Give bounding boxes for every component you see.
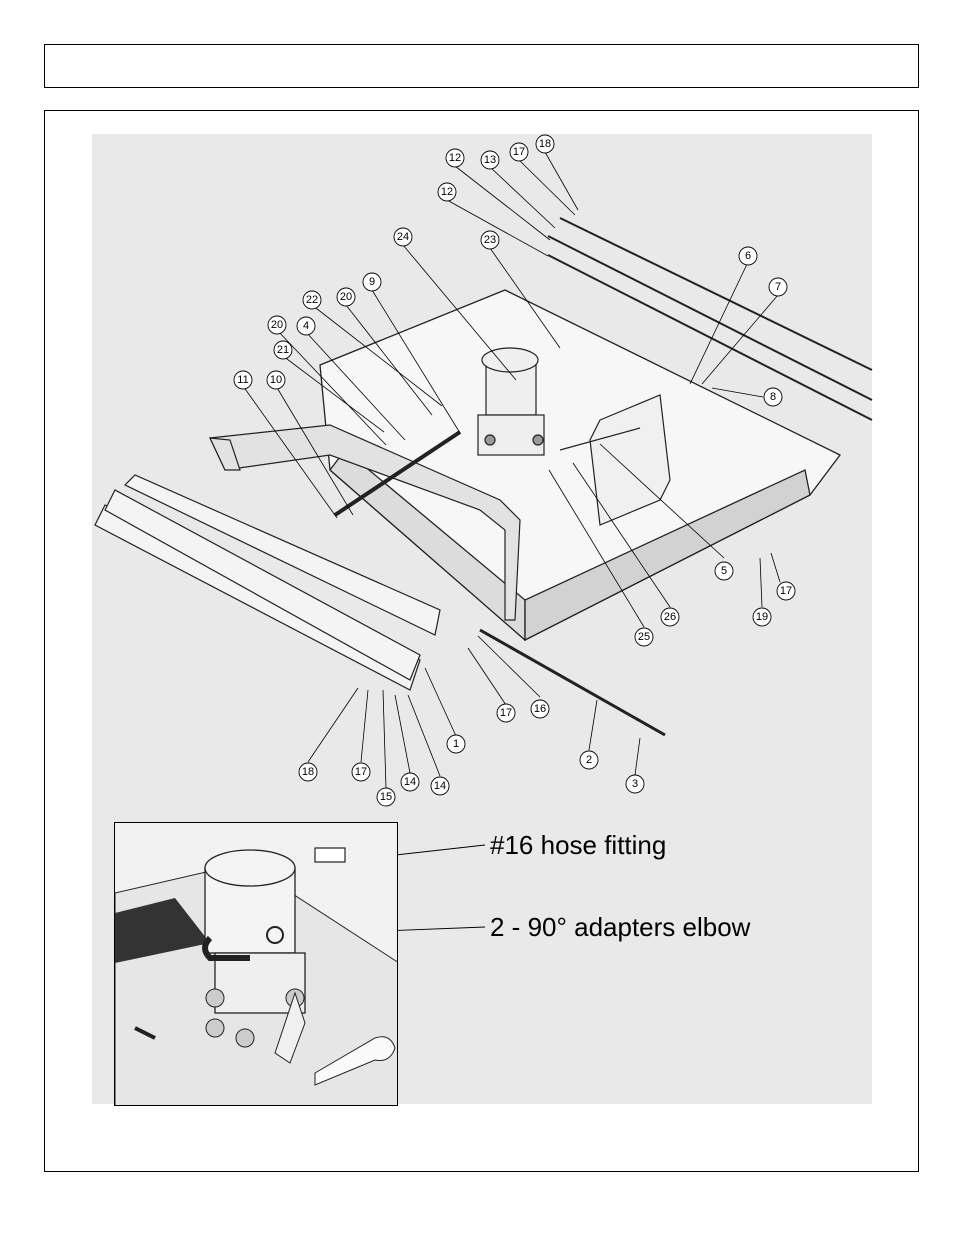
pivot-pin	[333, 430, 462, 517]
callout-3: 3	[632, 778, 638, 790]
mast-hitch	[559, 394, 671, 526]
callout-18: 18	[302, 766, 314, 778]
callout-25: 25	[638, 631, 650, 643]
inset-detail-view	[114, 822, 398, 1106]
annotation-adapters-elbow: 2 - 90° adapters elbow	[490, 912, 751, 942]
mower-deck	[319, 289, 841, 642]
content-box	[44, 110, 919, 1172]
callout-19: 19	[756, 611, 768, 623]
callout-5: 5	[721, 565, 727, 577]
callout-17: 17	[780, 585, 792, 597]
callout-17: 17	[513, 146, 525, 158]
callout-12: 12	[441, 186, 453, 198]
callout-15: 15	[380, 791, 392, 803]
callout-23: 23	[484, 234, 496, 246]
callout-17: 17	[500, 707, 512, 719]
callout-26: 26	[664, 611, 676, 623]
callout-11: 11	[237, 374, 248, 386]
callout-24: 24	[397, 231, 409, 243]
callout-7: 7	[775, 281, 781, 293]
callout-2: 2	[586, 754, 592, 766]
callout-1: 1	[453, 738, 459, 750]
hydraulic-motor	[477, 347, 545, 456]
header-box	[44, 44, 919, 88]
callout-6: 6	[745, 250, 751, 262]
callout-20: 20	[340, 291, 352, 303]
callout-10: 10	[270, 374, 282, 386]
callout-17: 17	[355, 766, 367, 778]
callout-14: 14	[404, 776, 416, 788]
leader-lines	[242, 151, 781, 789]
skid-plates	[94, 474, 441, 691]
callout-labels: 18 17 13 12 12 24 23 6 7 8 9 20 22 20 4 …	[237, 138, 792, 803]
callout-14: 14	[434, 780, 446, 792]
callout-16: 16	[534, 703, 546, 715]
callout-20: 20	[271, 319, 283, 331]
front-bracket	[209, 424, 521, 621]
callout-circles	[233, 134, 796, 807]
callout-4: 4	[303, 320, 309, 332]
inset-artwork	[115, 847, 397, 1105]
callout-12: 12	[449, 152, 461, 164]
callout-22: 22	[306, 294, 318, 306]
top-bars	[547, 217, 873, 421]
callout-9: 9	[369, 276, 375, 288]
annotation-hose-fitting: #16 hose fitting	[490, 830, 667, 860]
callout-13: 13	[484, 154, 496, 166]
callout-8: 8	[770, 391, 776, 403]
callout-18: 18	[539, 138, 551, 150]
callout-21: 21	[277, 344, 289, 356]
rod-part-2	[479, 628, 666, 737]
